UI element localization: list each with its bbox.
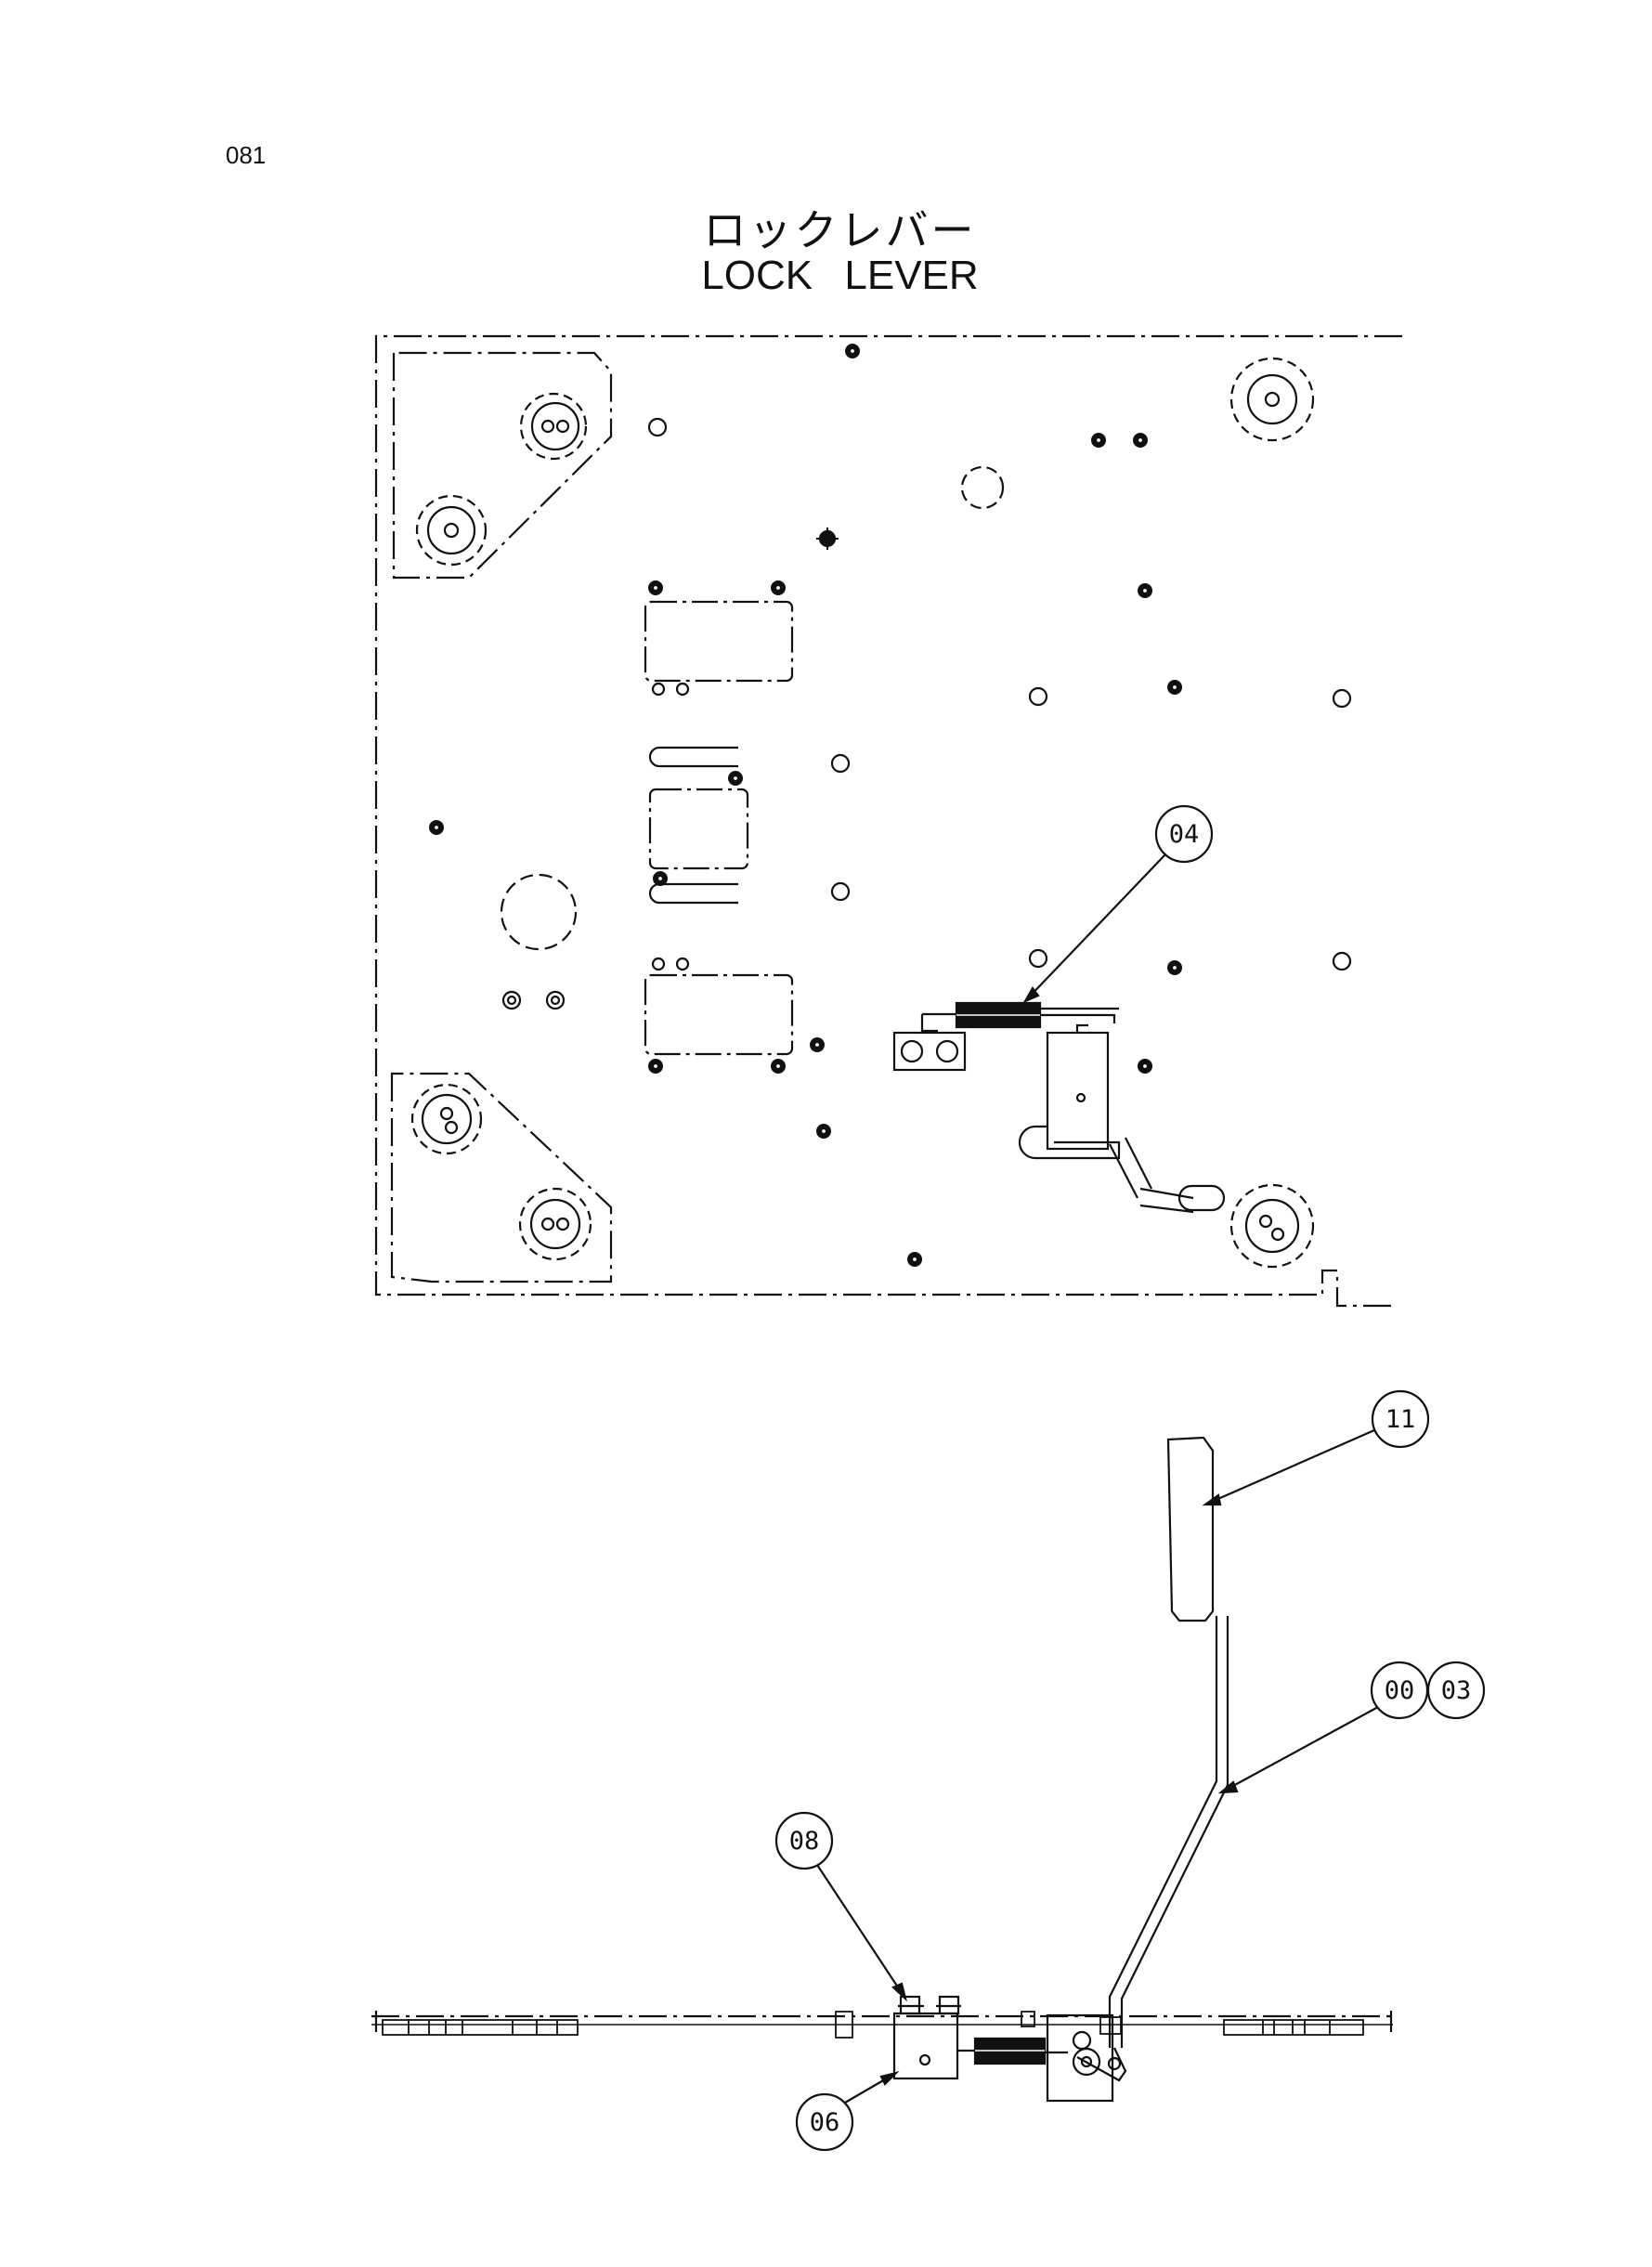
lever-grip — [1166, 1436, 1215, 1622]
callout-00-label: 00 — [1385, 1676, 1415, 1705]
floor-plate-top-view — [374, 334, 1402, 1308]
diagram-title-english: LOCK LEVER — [701, 253, 979, 298]
callout-11-label: 11 — [1385, 1405, 1416, 1434]
callout-00-03: 00 03 — [1217, 1661, 1486, 1794]
bracket-top-left — [392, 351, 613, 580]
callout-11: 11 — [1202, 1389, 1430, 1506]
callout-03-label: 03 — [1441, 1676, 1472, 1705]
lock-lever-side-view — [371, 1436, 1393, 2103]
lock-lever-rod — [1108, 1616, 1229, 2048]
callout-08-label: 08 — [789, 1827, 820, 1856]
hex-nuts — [429, 344, 1182, 1267]
callout-06: 06 — [795, 2070, 900, 2152]
diagram-title-japanese: ロックレバー — [703, 205, 977, 255]
callout-06-label: 06 — [810, 2108, 840, 2137]
callout-04: 04 — [1022, 804, 1214, 1004]
callout-08: 08 — [774, 1811, 907, 2002]
lock-mechanism-top — [892, 1001, 1226, 1214]
callout-04-label: 04 — [1169, 820, 1200, 849]
bracket-bottom-left — [390, 1072, 613, 1283]
spring-bracket — [892, 2012, 959, 2080]
page-number: 081 — [226, 141, 267, 169]
